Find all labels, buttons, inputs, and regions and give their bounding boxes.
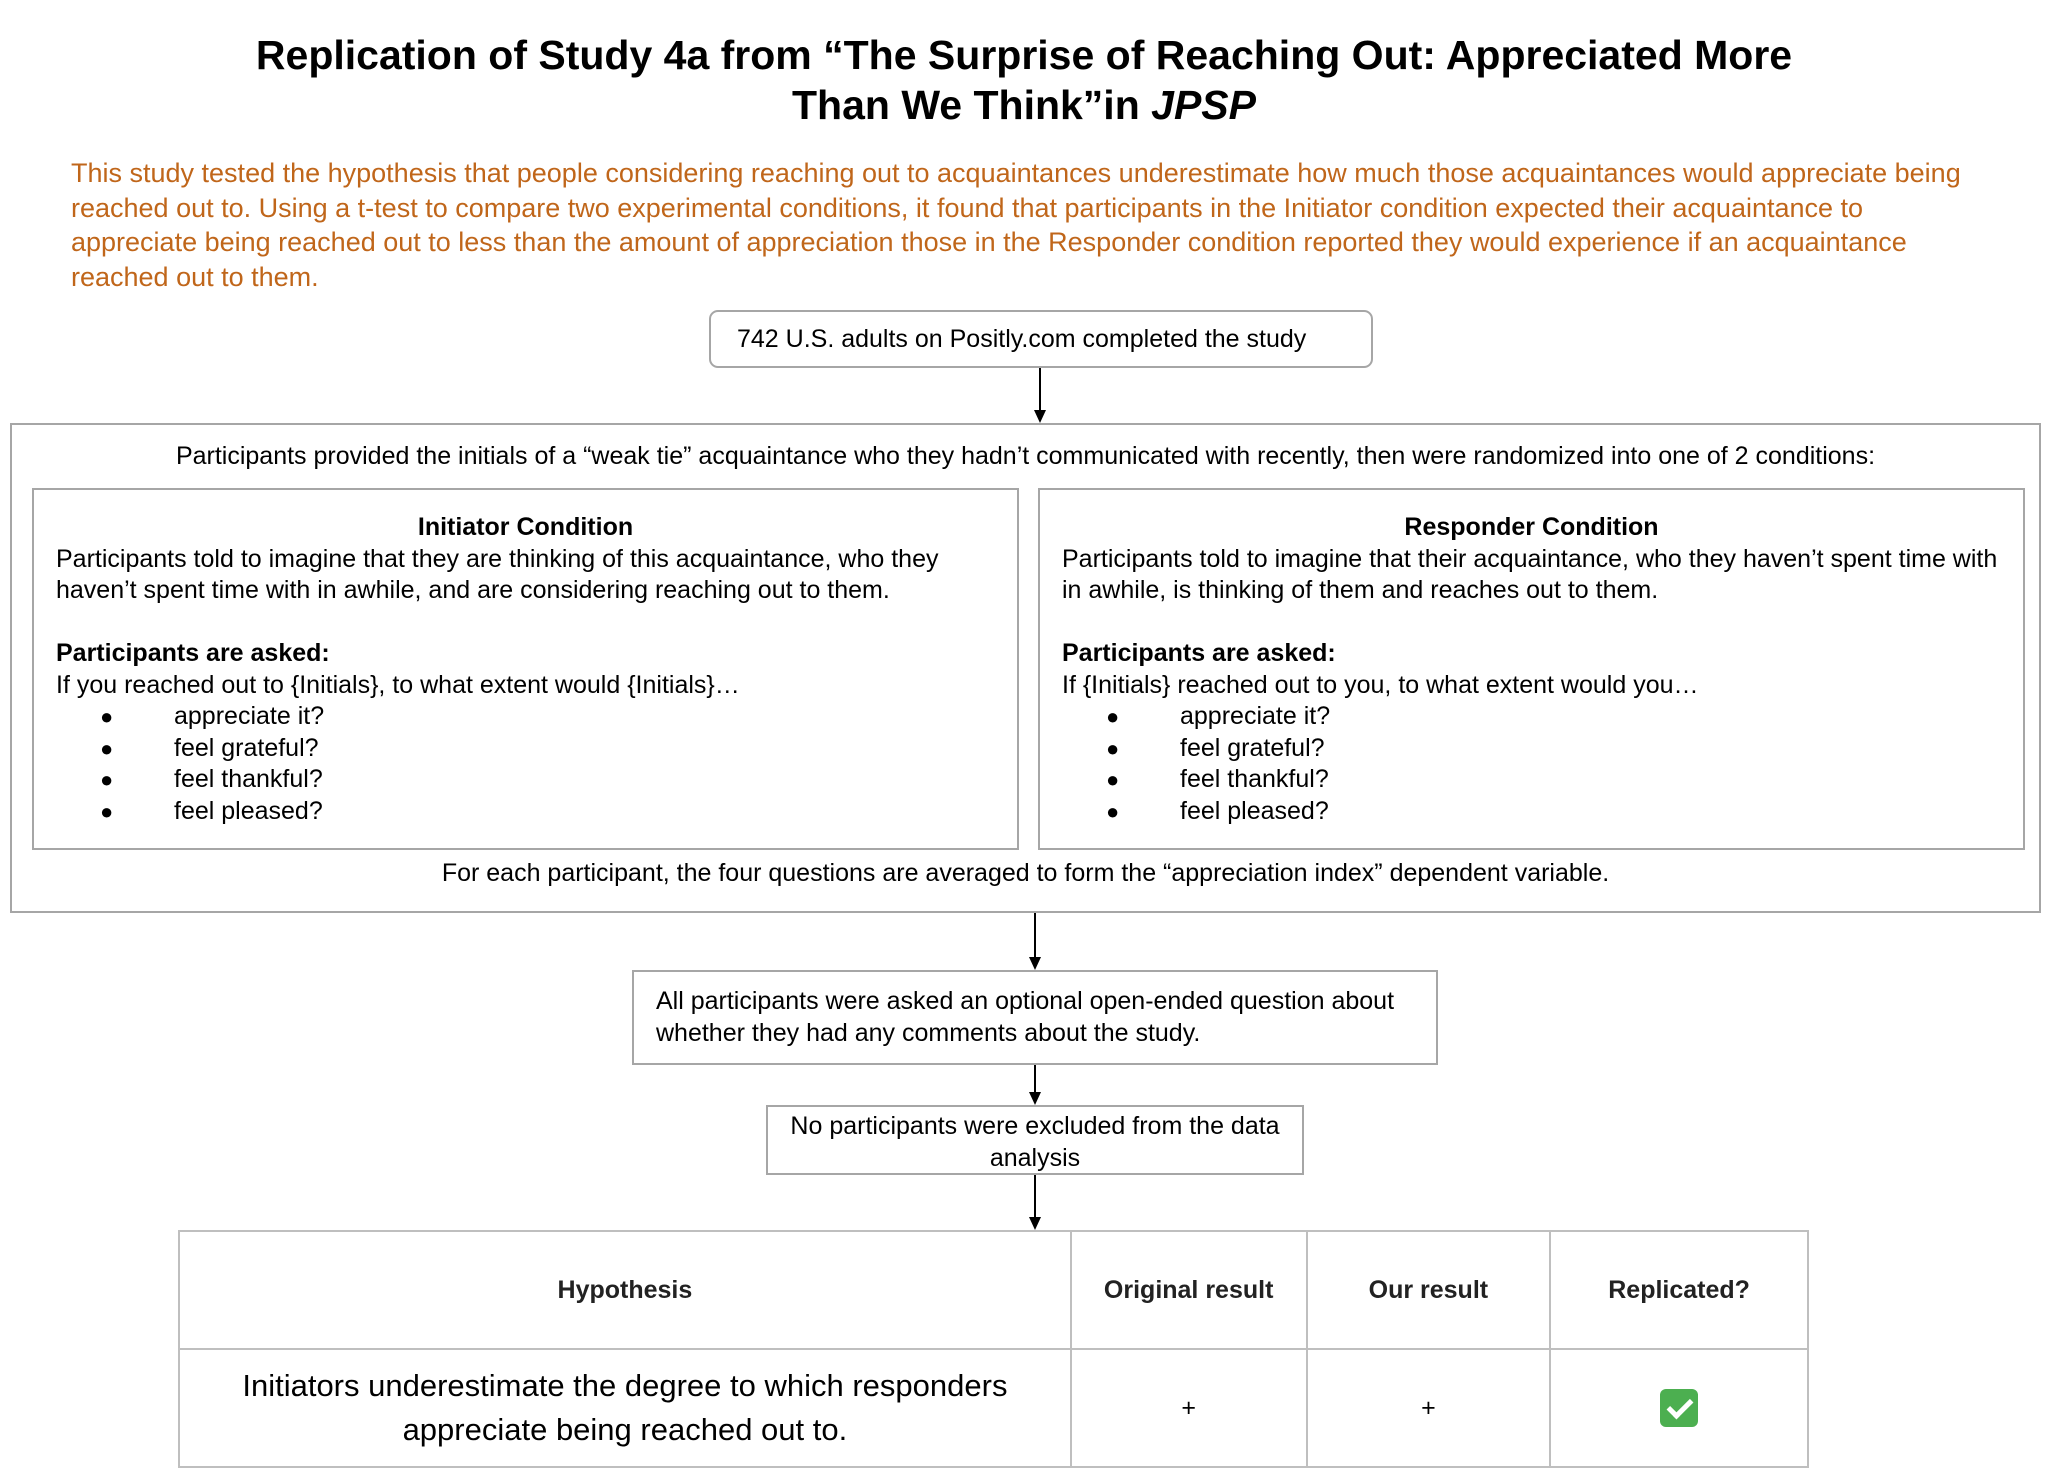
list-item-text: appreciate it?	[1180, 702, 1331, 730]
responder-condition-description: Participants told to imagine that their …	[1062, 544, 1998, 605]
list-item-text: feel pleased?	[174, 796, 323, 825]
initiator-condition-title: Initiator Condition	[417, 513, 634, 541]
initiator-condition-description: Participants told to imagine that they a…	[56, 544, 939, 605]
participants-box: 742 U.S. adults on Positly.com completed…	[709, 310, 1373, 368]
list-item-text: feel grateful?	[174, 733, 319, 762]
results-table: Hypothesis Original result Our result Re…	[178, 1230, 1809, 1468]
averaging-text: For each participant, the four questions…	[441, 859, 1610, 887]
our-result-header: Our result	[1305, 1230, 1552, 1350]
arrow-1-line	[1039, 368, 1041, 411]
arrow-4-head	[1029, 1217, 1041, 1230]
arrow-3-head	[1029, 1092, 1041, 1105]
journal-name: JPSP	[1151, 82, 1256, 128]
original-result-header: Original result	[1069, 1230, 1308, 1350]
list-item-text: appreciate it?	[174, 702, 325, 730]
responder-asked-label: Participants are asked:	[1062, 639, 1336, 667]
list-item: ● appreciate it?	[1062, 701, 2001, 733]
initiator-condition-box: Initiator Condition Participants told to…	[32, 488, 1019, 850]
responder-condition-title: Responder Condition	[1404, 513, 1659, 541]
hypothesis-header: Hypothesis	[178, 1230, 1072, 1350]
bullet-icon: ●	[100, 735, 114, 761]
our-result-cell: +	[1305, 1348, 1552, 1468]
responder-question-list: ● appreciate it? ● feel grateful? ● feel th…	[1062, 701, 2001, 827]
list-item: ● feel pleased?	[1062, 796, 2001, 828]
replicated-cell	[1549, 1348, 1809, 1468]
bullet-icon: ●	[1106, 798, 1120, 824]
list-item: ● feel thankful?	[56, 764, 995, 796]
exclusions-text: No participants were excluded from the d…	[790, 1112, 1280, 1172]
list-item: ● feel grateful?	[56, 733, 995, 765]
list-item: ● feel grateful?	[1062, 733, 2001, 765]
title-line-1: Replication of Study 4a from “The Surpri…	[255, 32, 1793, 78]
arrow-3-line	[1034, 1065, 1036, 1093]
title-line-2-prefix: Than We Think”in	[792, 82, 1152, 128]
arrow-2-line	[1034, 913, 1036, 958]
arrow-4-line	[1034, 1175, 1036, 1218]
exclusions-box: No participants were excluded from the d…	[766, 1105, 1304, 1175]
replicated-header: Replicated?	[1549, 1230, 1809, 1350]
initiator-asked-label: Participants are asked:	[56, 639, 330, 667]
randomization-text: Participants provided the initials of a …	[175, 442, 1876, 470]
arrow-2-head	[1029, 957, 1041, 970]
page-title: Replication of Study 4a from “The Surpri…	[80, 30, 1968, 130]
bullet-icon: ●	[1106, 767, 1120, 792]
list-item-text: feel thankful?	[174, 765, 323, 793]
list-item: ● appreciate it?	[56, 701, 995, 733]
participants-text: 742 U.S. adults on Positly.com completed…	[737, 324, 1307, 353]
responder-question: If {Initials} reached out to you, to wha…	[1062, 670, 1699, 699]
bullet-icon: ●	[100, 767, 114, 792]
list-item-text: feel thankful?	[1180, 765, 1329, 793]
study-summary: This study tested the hypothesis that pe…	[71, 158, 1961, 292]
table-row: Initiators underestimate the degree to w…	[178, 1348, 1809, 1468]
table-header-row: Hypothesis Original result Our result Re…	[178, 1230, 1809, 1350]
bullet-icon: ●	[100, 798, 114, 824]
list-item: ● feel pleased?	[56, 796, 995, 828]
initiator-question: If you reached out to {Initials}, to wha…	[56, 670, 740, 699]
original-result-cell: +	[1069, 1348, 1308, 1468]
comments-question-box: All participants were asked an optional …	[632, 970, 1438, 1065]
list-item-text: feel grateful?	[1180, 733, 1325, 762]
responder-condition-box: Responder Condition Participants told to…	[1038, 488, 2025, 850]
list-item-text: feel pleased?	[1180, 796, 1329, 825]
arrow-1-head	[1034, 410, 1046, 423]
title-line-2: Than We Think”in JPSP	[80, 80, 1968, 130]
check-mark-icon	[1660, 1389, 1699, 1427]
bullet-icon: ●	[1106, 704, 1120, 729]
comments-question-text: All participants were asked an optional …	[656, 987, 1395, 1047]
bullet-icon: ●	[100, 704, 114, 729]
initiator-question-list: ● appreciate it? ● feel grateful? ● feel th…	[56, 701, 995, 827]
bullet-icon: ●	[1106, 735, 1120, 761]
hypothesis-cell: Initiators underestimate the degree to w…	[178, 1348, 1072, 1468]
list-item: ● feel thankful?	[1062, 764, 2001, 796]
